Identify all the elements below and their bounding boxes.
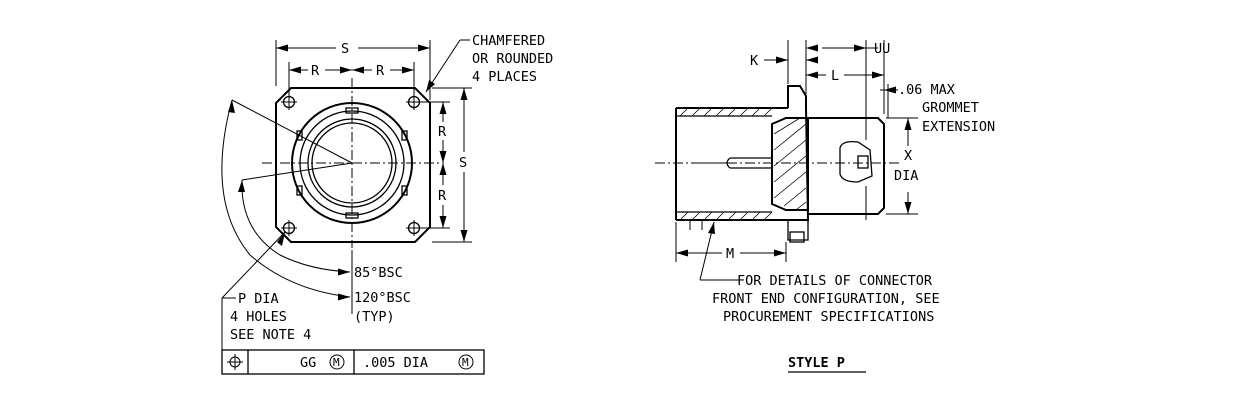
hole-note-line1: P DIA xyxy=(238,291,279,307)
fcf-tolerance: .005 DIA xyxy=(363,355,428,371)
dim-s-side: S xyxy=(459,155,467,171)
position-symbol-icon xyxy=(227,354,243,370)
details-note-line1: FOR DETAILS OF CONNECTOR xyxy=(737,273,933,289)
dim-r-lower: R xyxy=(438,188,447,204)
grommet-note-line1: .06 MAX xyxy=(898,82,955,98)
mmc-modifier-icon xyxy=(329,354,345,370)
fcf-modifier1: M xyxy=(333,356,340,369)
grommet-note-line2: GROMMET xyxy=(922,100,979,116)
fcf-modifier2: M xyxy=(462,356,469,369)
rear-body xyxy=(808,117,885,215)
note-chamfer-line2: OR ROUNDED xyxy=(472,51,553,67)
mounting-holes xyxy=(281,94,422,236)
fcf-datum: GG xyxy=(300,355,316,371)
style-label: STYLE P xyxy=(788,355,845,371)
dim-dia: DIA xyxy=(894,168,918,184)
grommet-note-line3: EXTENSION xyxy=(922,119,995,135)
dim-r-left: R xyxy=(311,63,320,79)
dim-x: X xyxy=(904,148,912,164)
dim-l: L xyxy=(831,68,839,84)
shell-hatch xyxy=(679,107,773,221)
angle-typ: (TYP) xyxy=(354,309,395,325)
angle-120-bsc: 120°BSC xyxy=(354,290,411,306)
mmc-modifier-icon xyxy=(458,354,474,370)
details-note-line2: FRONT END CONFIGURATION, SEE xyxy=(712,291,940,307)
note-chamfer-line1: CHAMFERED xyxy=(472,33,545,49)
dim-r-upper: R xyxy=(438,124,447,140)
angle-85-bsc: 85°BSC xyxy=(354,265,403,281)
front-view: S R R CHAMFERED OR ROUNDED 4 PLACES xyxy=(221,33,553,375)
side-view: UU K L .06 MAX GROMMET EXTENSION X DIA xyxy=(655,40,995,373)
thread-hatch xyxy=(773,117,807,211)
dim-r-right: R xyxy=(376,63,385,79)
feature-control-frame: GG M .005 DIA M xyxy=(221,349,485,375)
flange-outline xyxy=(275,87,431,243)
note-chamfer-line3: 4 PLACES xyxy=(472,69,537,85)
hole-note-line2: 4 HOLES xyxy=(230,309,287,325)
hole-note-line3: SEE NOTE 4 xyxy=(230,327,311,343)
insert-section xyxy=(771,117,809,211)
dim-k: K xyxy=(750,53,759,69)
dim-s-top: S xyxy=(341,41,349,57)
details-note-line3: PROCUREMENT SPECIFICATIONS xyxy=(723,309,934,325)
dim-uu: UU xyxy=(874,41,890,57)
dim-m: M xyxy=(726,246,734,262)
